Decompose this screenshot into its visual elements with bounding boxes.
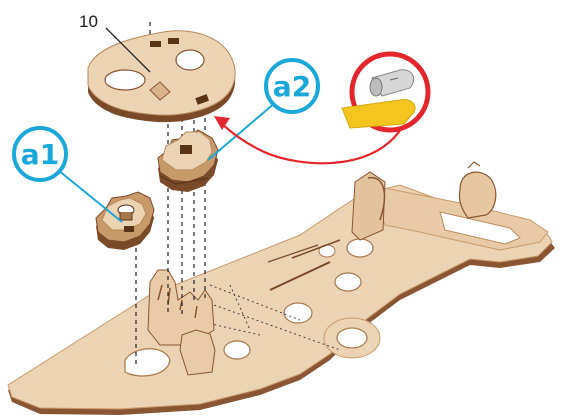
callout-a1-label: a1 <box>21 138 59 171</box>
gear-a1 <box>95 191 155 250</box>
base-board <box>7 161 555 415</box>
tape-application-arrow <box>214 109 412 165</box>
part-10-leader <box>105 27 151 73</box>
callout-a1: a1 <box>12 126 123 223</box>
callout-a2: a2 <box>207 58 320 161</box>
gear-a2 <box>157 129 219 192</box>
callout-a2-label: a2 <box>273 70 311 103</box>
part-10-plate <box>87 30 236 123</box>
part-10-number: 10 <box>79 12 98 31</box>
double-sided-tape-icon <box>341 51 431 133</box>
